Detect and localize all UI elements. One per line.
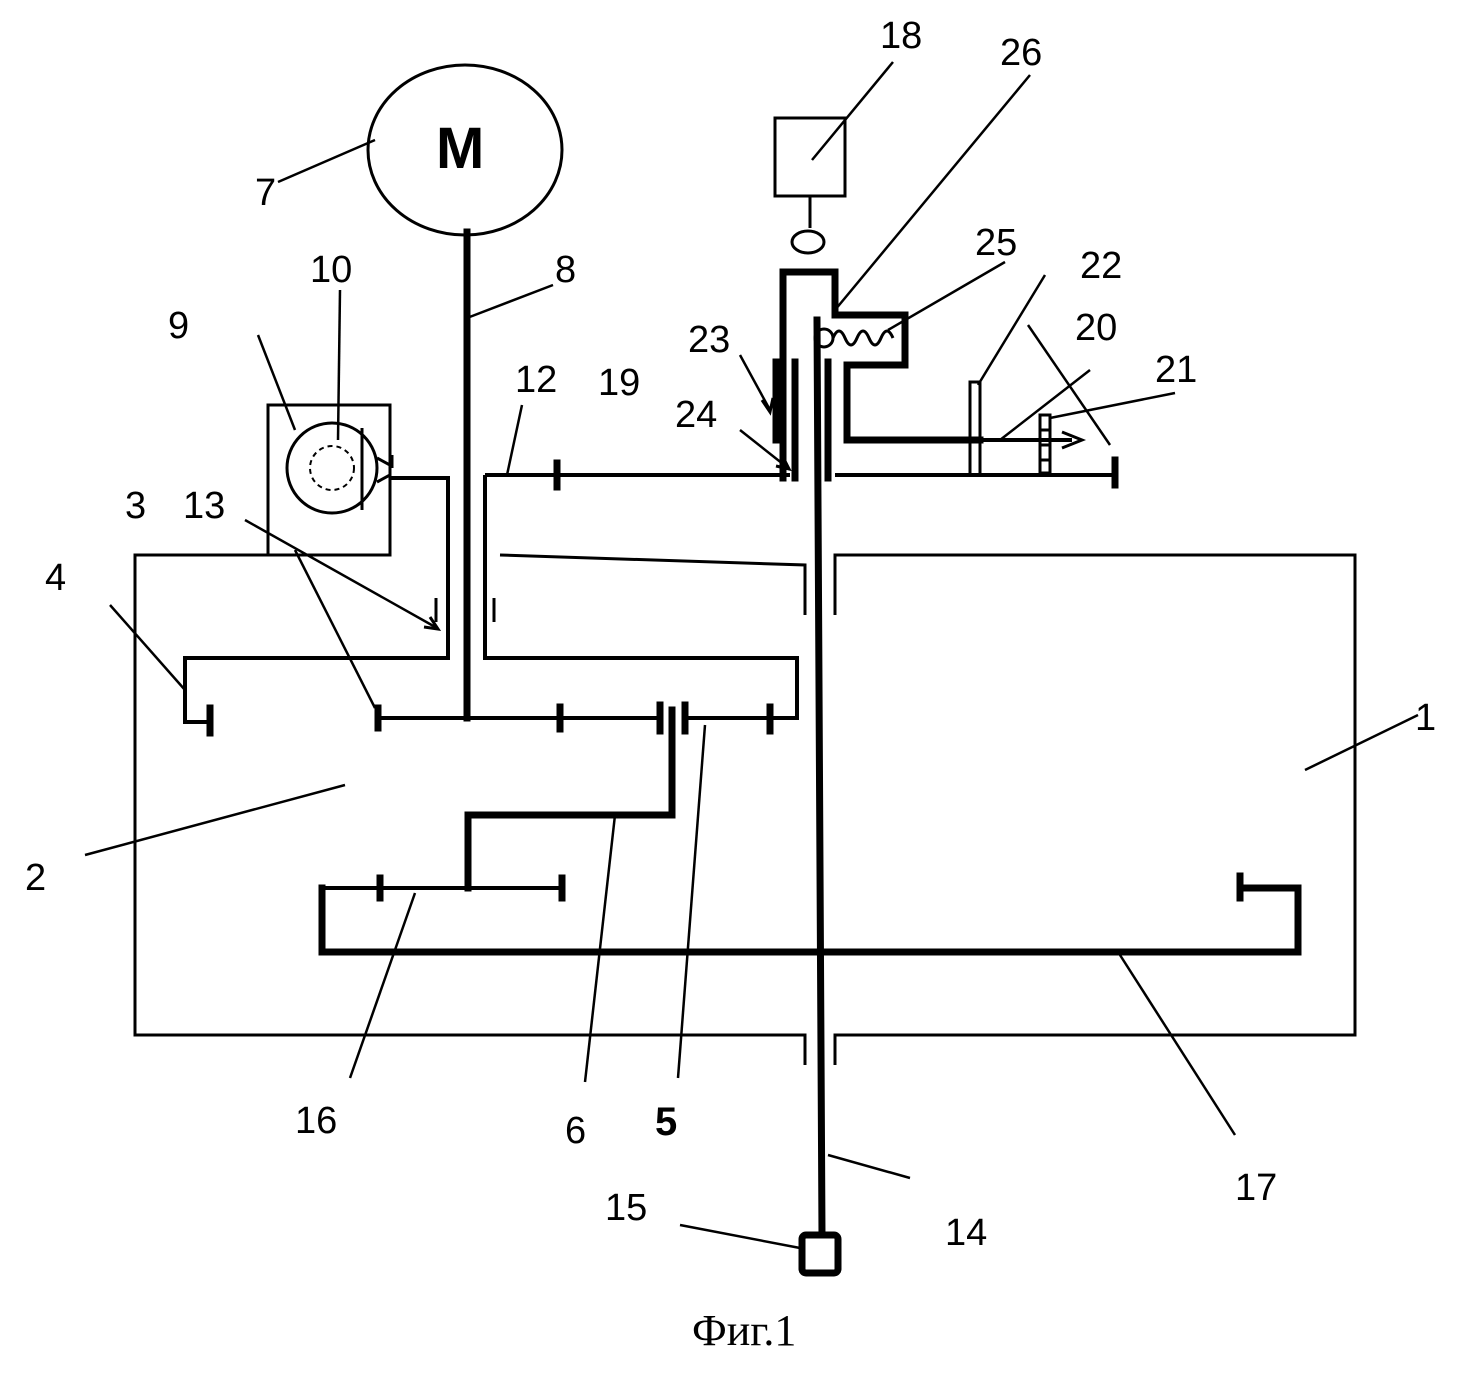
label-14: 14 (945, 1212, 987, 1254)
label-3: 3 (125, 485, 146, 527)
rod-14 (817, 320, 822, 1235)
label-7: 7 (255, 172, 276, 214)
frame-17 (322, 888, 1298, 952)
label-20: 20 (1075, 307, 1117, 349)
label-24: 24 (675, 394, 717, 436)
motor-letter: M (436, 116, 484, 181)
spring-25 (815, 329, 893, 347)
element-22 (970, 382, 980, 475)
label-6: 6 (565, 1110, 586, 1152)
sensor-10 (287, 423, 392, 513)
label-22: 22 (1080, 245, 1122, 287)
label-8: 8 (555, 249, 576, 291)
label-18: 18 (880, 15, 922, 57)
label-12: 12 (515, 359, 557, 401)
figure-caption: Фиг.1 (692, 1306, 796, 1355)
label-23: 23 (688, 319, 730, 361)
label-16: 16 (295, 1100, 337, 1142)
label-15: 15 (605, 1187, 647, 1229)
housing-1 (135, 555, 1355, 1065)
label-13: 13 (183, 485, 225, 527)
element-21 (1040, 415, 1050, 473)
assembly-26 (776, 272, 980, 478)
label-2: 2 (25, 857, 46, 899)
label-1: 1 (1415, 697, 1436, 739)
weight-15 (802, 1235, 838, 1273)
leader-lines (85, 62, 1418, 1248)
block-9 (268, 405, 390, 555)
element-6 (468, 710, 672, 888)
label-4: 4 (45, 557, 66, 599)
label-5: 5 (655, 1100, 677, 1144)
pendulum-18 (775, 118, 845, 253)
pipe-12 (485, 475, 797, 718)
label-21: 21 (1155, 349, 1197, 391)
motor-7: M (368, 65, 562, 235)
label-26: 26 (1000, 32, 1042, 74)
label-9: 9 (168, 305, 189, 347)
label-10: 10 (310, 249, 352, 291)
label-17: 17 (1235, 1167, 1277, 1209)
label-25: 25 (975, 222, 1017, 264)
label-19: 19 (598, 362, 640, 404)
